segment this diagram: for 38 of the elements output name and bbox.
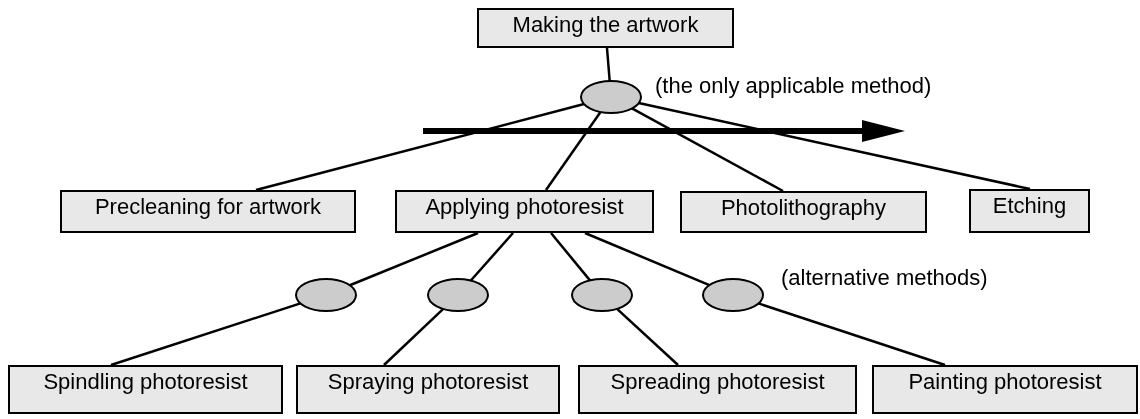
box-label: Precleaning for artwork [94, 193, 322, 221]
box-label: Etching [992, 192, 1067, 220]
box-label: Spraying photoresist [327, 368, 529, 396]
method-ellipse [702, 278, 764, 312]
process-box [60, 190, 356, 233]
process-box [395, 190, 654, 233]
process-box [578, 365, 857, 414]
connector-line [550, 232, 591, 282]
connector-line [383, 308, 445, 366]
connector-line [544, 111, 602, 191]
connector-line [110, 302, 301, 367]
connector-line [469, 232, 514, 282]
connector-line [349, 231, 479, 287]
process-box [680, 191, 927, 233]
connector-line [255, 102, 585, 192]
connector-line [758, 302, 946, 367]
box-label: Making the artwork [512, 11, 699, 39]
connector-line [638, 101, 1031, 191]
connector-line [616, 307, 679, 366]
method-ellipse [427, 278, 489, 312]
box-label: Spreading photoresist [610, 368, 825, 396]
connector-line [631, 107, 784, 193]
box-label: Spindling photoresist [43, 368, 248, 396]
box-label: Applying photoresist [425, 193, 624, 221]
box-label: Photolithography [720, 194, 887, 222]
connector-line [584, 231, 710, 287]
process-box [477, 8, 734, 48]
connector-line [605, 47, 611, 82]
annotation-text: (the only applicable method) [655, 72, 932, 100]
annotation-text: (alternative methods) [781, 264, 988, 292]
process-box [969, 189, 1090, 233]
method-ellipse [571, 278, 633, 312]
process-box [872, 365, 1138, 414]
process-box [8, 365, 283, 414]
method-ellipse [580, 80, 642, 114]
method-ellipse [295, 278, 357, 312]
process-box [296, 365, 560, 414]
box-label: Painting photoresist [908, 368, 1102, 396]
